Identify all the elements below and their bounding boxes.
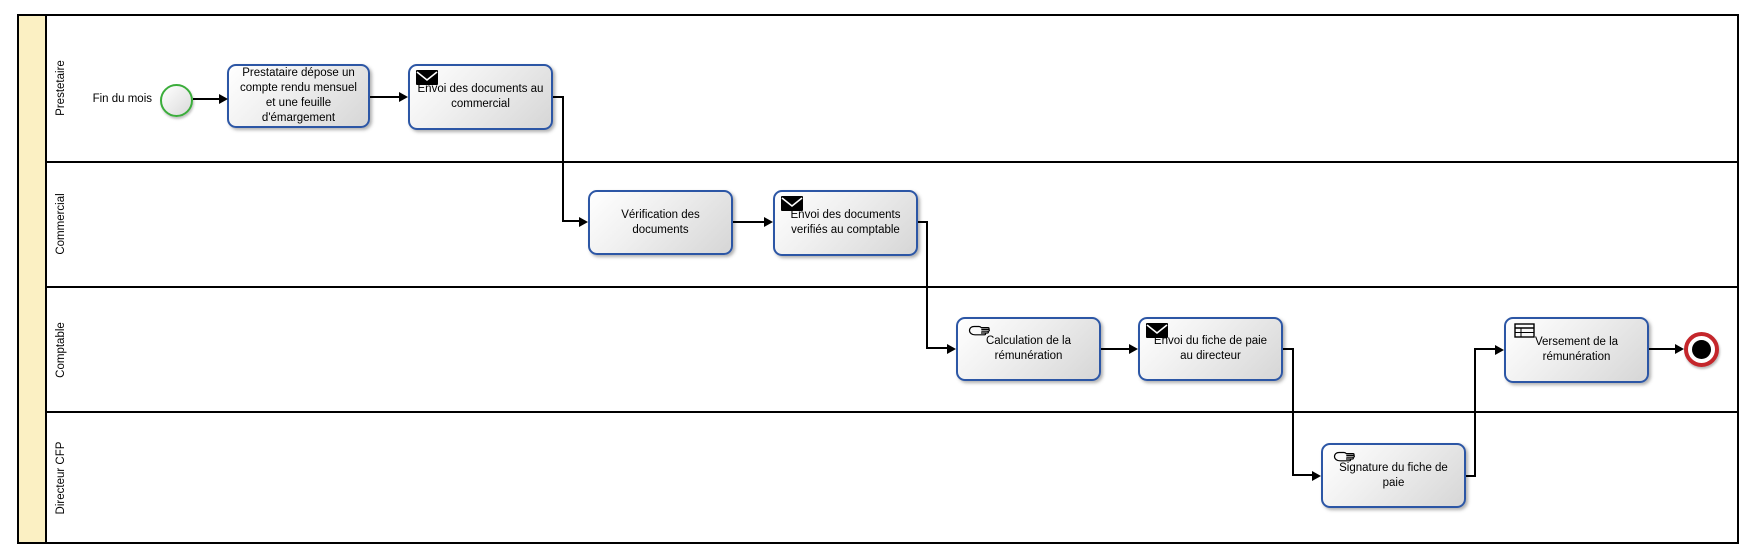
arrowhead-icon: [947, 344, 956, 354]
lane-divider: [46, 411, 1738, 413]
message-icon: [781, 196, 803, 216]
arrowhead-icon: [1129, 344, 1138, 354]
lane-label-prestetaire: Prestetaire: [55, 60, 67, 116]
task-envoi-directeur[interactable]: Envoi du fiche de paie au directeur: [1138, 317, 1283, 381]
sequence-flow: [918, 221, 928, 223]
manual-hand-icon: [1332, 449, 1356, 470]
task-label: Envoi du fiche de paie au directeur: [1153, 335, 1268, 362]
start-event[interactable]: [160, 84, 193, 117]
sequence-flow: [1292, 348, 1294, 476]
lane-label-commercial: Commercial: [55, 193, 67, 255]
arrowhead-icon: [219, 94, 228, 104]
task-calculation[interactable]: Calculation de la rémunération: [956, 317, 1101, 381]
sequence-flow: [1649, 348, 1677, 350]
sequence-flow: [562, 96, 564, 222]
sequence-flow: [193, 98, 220, 100]
arrowhead-icon: [764, 217, 773, 227]
message-icon: [1146, 323, 1168, 343]
arrowhead-icon: [1312, 471, 1321, 481]
task-envoi-comptable[interactable]: Envoi des documents verifiés au comptabl…: [773, 190, 918, 256]
manual-hand-icon: [967, 323, 991, 344]
task-verification[interactable]: Vérification des documents: [588, 190, 733, 255]
task-label: Calculation de la rémunération: [985, 335, 1072, 362]
pool-header-strip: [17, 14, 47, 544]
task-label: Vérification des documents: [621, 208, 700, 236]
task-label: Prestataire dépose un compte rendu mensu…: [240, 67, 357, 124]
sequence-flow: [1283, 348, 1294, 350]
lane-divider: [46, 286, 1738, 288]
sequence-flow: [370, 96, 400, 98]
arrowhead-icon: [1495, 345, 1504, 355]
sequence-flow: [926, 347, 948, 349]
sequence-flow: [553, 96, 564, 98]
sequence-flow: [926, 221, 928, 349]
task-depot[interactable]: Prestataire dépose un compte rendu mensu…: [227, 64, 370, 128]
task-label: Signature du fiche de paie: [1339, 461, 1448, 489]
lane-label-comptable: Comptable: [55, 322, 67, 378]
sequence-flow: [1474, 348, 1496, 350]
sequence-flow: [1101, 348, 1130, 350]
task-label: Envoi des documents au commercial: [417, 83, 544, 110]
business-rule-icon: [1514, 323, 1535, 343]
sequence-flow: [1292, 474, 1313, 476]
task-versement[interactable]: Versement de la rémunération: [1504, 317, 1649, 383]
sequence-flow: [733, 221, 765, 223]
start-event-label: Fin du mois: [92, 93, 152, 105]
task-signature[interactable]: Signature du fiche de paie: [1321, 443, 1466, 508]
end-event-fill: [1692, 340, 1711, 359]
task-label: Versement de la rémunération: [1534, 336, 1619, 363]
sequence-flow: [562, 220, 580, 222]
message-icon: [416, 70, 438, 90]
end-event[interactable]: [1684, 332, 1719, 367]
lane-label-directeur-cfp: Directeur CFP: [55, 441, 67, 515]
task-envoi-commercial[interactable]: Envoi des documents au commercial: [408, 64, 553, 130]
task-label: Envoi des documents verifiés au comptabl…: [790, 209, 901, 236]
sequence-flow: [1474, 348, 1476, 477]
arrowhead-icon: [1675, 344, 1684, 354]
arrowhead-icon: [399, 92, 408, 102]
lane-divider: [46, 161, 1738, 163]
arrowhead-icon: [579, 217, 588, 227]
sequence-flow: [1466, 475, 1476, 477]
